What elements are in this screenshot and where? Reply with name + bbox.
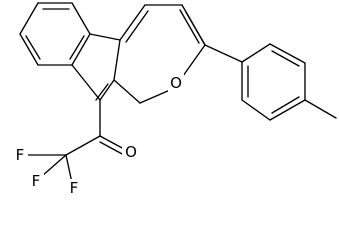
tolyl-ring xyxy=(204,43,337,121)
chemical-structure: O O F F F xyxy=(12,2,337,197)
cyclopentadiene-ring xyxy=(71,33,121,101)
carbonyl-oxygen-label: O xyxy=(125,143,137,161)
trifluoroacetyl-group xyxy=(27,99,125,184)
fluorine-label-2: F xyxy=(32,172,41,190)
benzene-ring-left xyxy=(19,2,91,66)
pyran-ring xyxy=(113,4,206,104)
atom-labels: O O F F F xyxy=(12,72,184,197)
fluorine-label-1: F xyxy=(16,146,25,164)
fluorine-label-3: F xyxy=(70,179,79,197)
ring-oxygen-label: O xyxy=(170,74,182,92)
